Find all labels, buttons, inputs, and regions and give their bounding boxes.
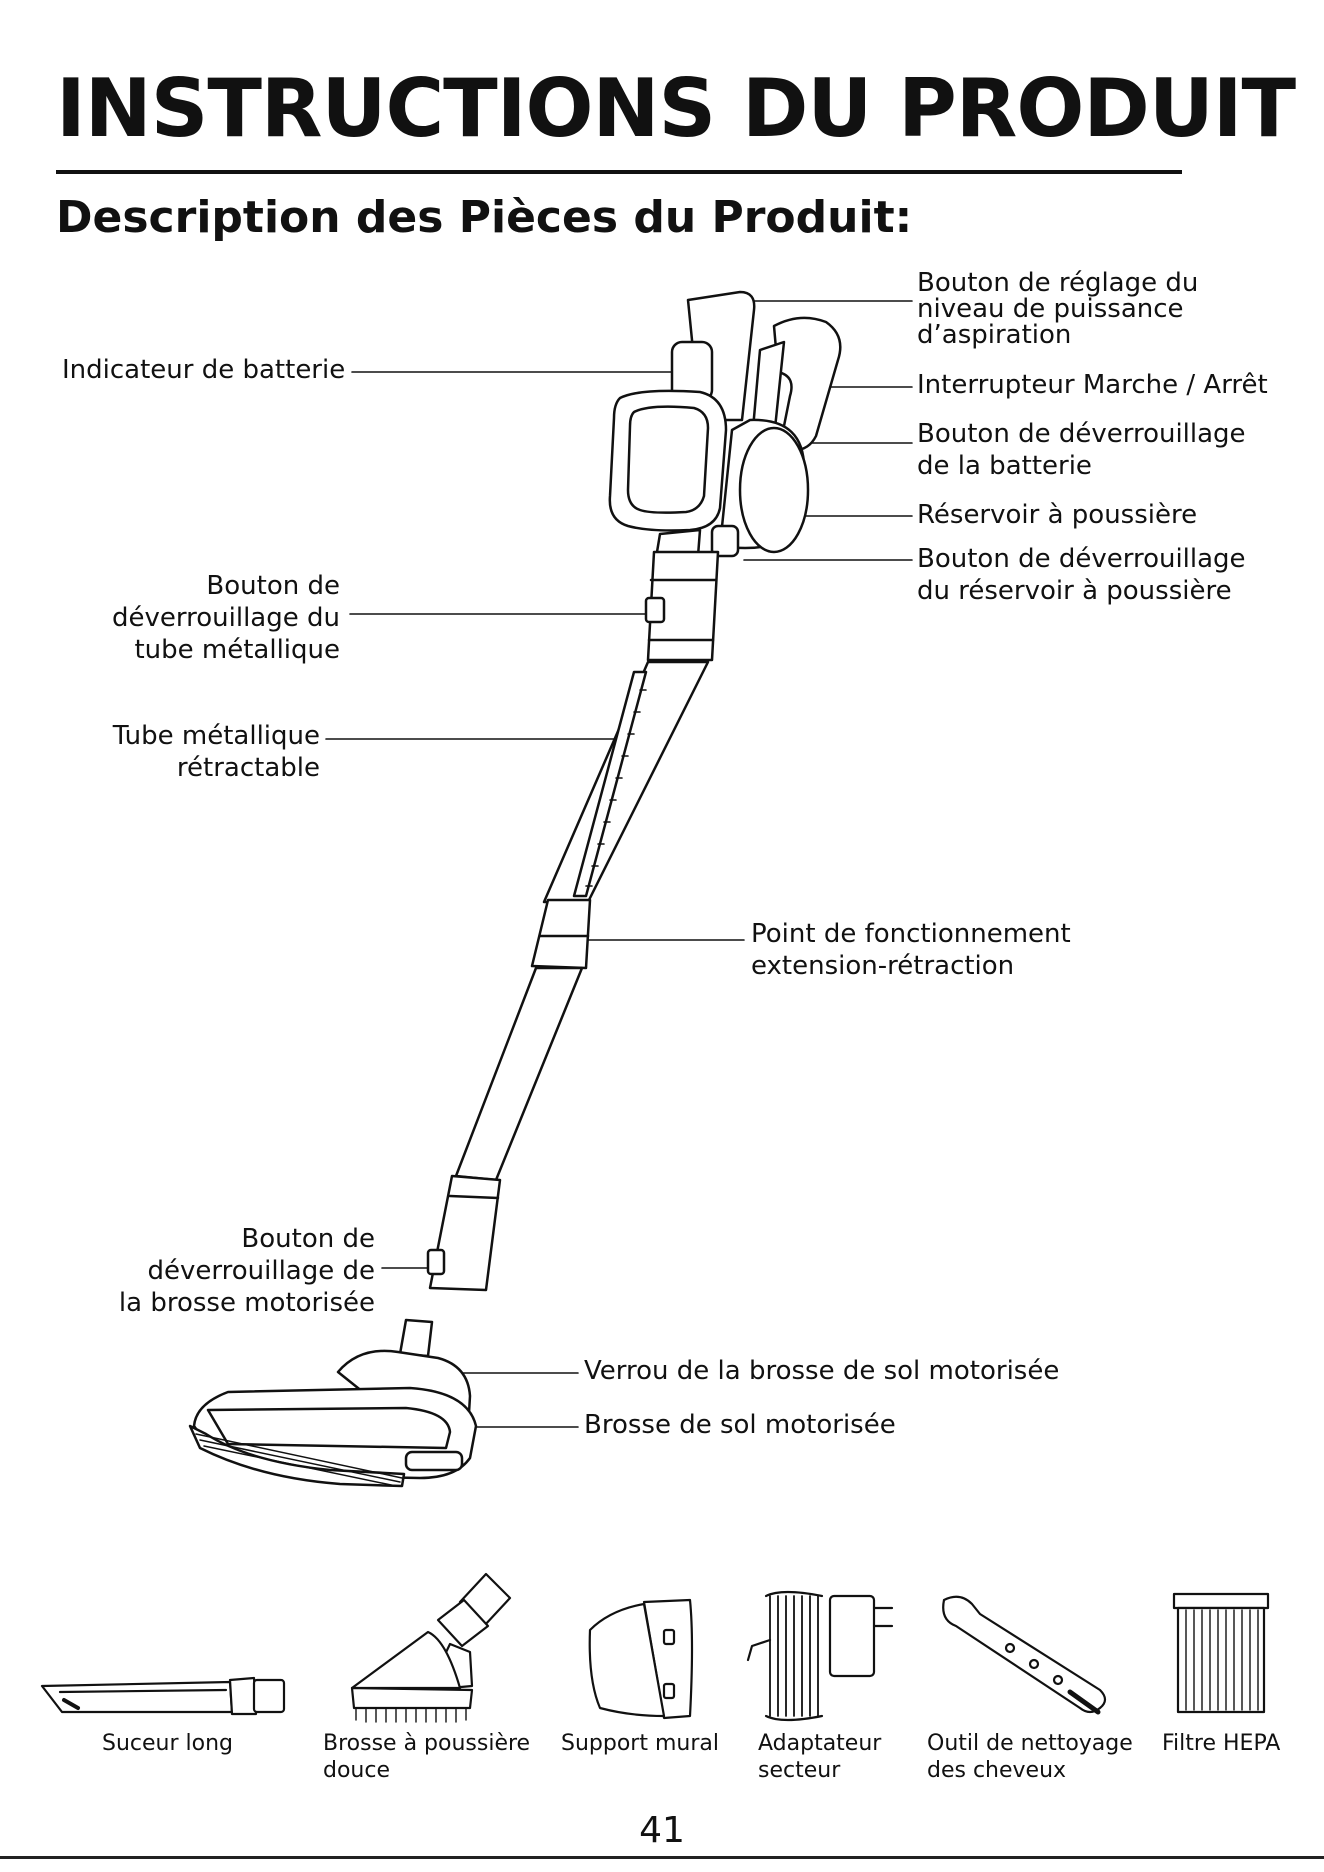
accessory-label-hepa-filter: Filtre HEPA <box>1162 1731 1281 1756</box>
page-number: 41 <box>639 1810 685 1851</box>
label-retractable-tube: Tube métallique rétractable <box>112 721 320 783</box>
title-rule <box>56 170 1182 174</box>
accessory-label-crevice-tool: Suceur long <box>102 1731 234 1756</box>
accessory-label-power-adapter: Adaptateur secteur <box>758 1731 882 1783</box>
label-brush-release-button: Bouton de déverrouillage de la brosse mo… <box>118 1224 375 1318</box>
dust-brush-icon <box>350 1572 512 1723</box>
lower-connector <box>398 1174 502 1358</box>
label-dust-bin: Réservoir à poussière <box>917 500 1198 530</box>
label-dust-bin-release-button: Bouton de déverrouillage du réservoir à … <box>917 544 1246 606</box>
power-adapter-icon <box>746 1590 894 1722</box>
bottom-rule <box>0 1856 1324 1859</box>
handle-unit <box>608 290 842 560</box>
crevice-tool-icon <box>40 1676 286 1716</box>
wall-mount-icon <box>588 1598 694 1720</box>
section-subtitle: Description des Pièces du Produit: <box>56 192 913 243</box>
label-battery-release-button: Bouton de déverrouillage de la batterie <box>917 419 1246 481</box>
accessory-label-wall-mount: Support mural <box>561 1731 719 1756</box>
accessory-label-dust-brush: Brosse à poussière douce <box>323 1731 531 1783</box>
floor-brush <box>188 1349 478 1488</box>
label-floor-brush-lock: Verrou de la brosse de sol motorisée <box>584 1356 1060 1386</box>
lower-tube <box>454 966 584 1182</box>
label-on-off-switch: Interrupteur Marche / Arrêt <box>917 370 1268 400</box>
label-extension-point: Point de fonctionnement extension-rétrac… <box>751 919 1071 981</box>
label-power-level-button: Bouton de réglage du niveau de puissance… <box>917 268 1199 350</box>
label-tube-release-button: Bouton de déverrouillage du tube métalli… <box>112 571 340 665</box>
accessory-label-hair-tool: Outil de nettoyage des cheveux <box>927 1731 1133 1783</box>
label-floor-brush: Brosse de sol motorisée <box>584 1410 896 1440</box>
vacuum-illustration <box>188 290 913 1488</box>
label-battery-indicator: Indicateur de batterie <box>62 355 346 385</box>
accessories-illustrations <box>40 1572 1270 1723</box>
hair-cleaning-tool-icon <box>942 1595 1107 1715</box>
tube-connector <box>644 550 720 662</box>
page-title: INSTRUCTIONS DU PRODUIT <box>56 62 1296 155</box>
metal-tube <box>530 660 710 970</box>
hepa-filter-icon <box>1172 1592 1270 1714</box>
